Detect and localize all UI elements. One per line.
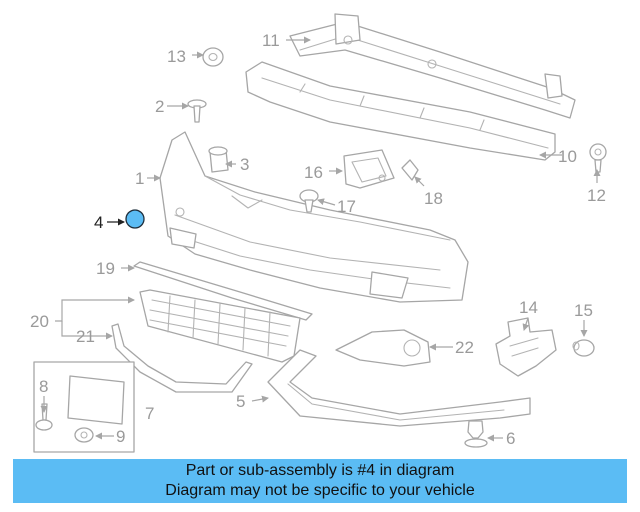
callout-6: 6: [506, 429, 515, 448]
callout-19: 19: [96, 259, 115, 278]
callout-4: 4: [94, 213, 103, 232]
part-6-screw: [464, 420, 488, 448]
part-grille: [139, 289, 301, 363]
callout-15: 15: [574, 301, 593, 320]
part-4-highlighted: [125, 209, 145, 229]
callout-7: 7: [145, 404, 154, 423]
callout-1: 1: [135, 169, 144, 188]
callout-5: 5: [236, 392, 245, 411]
leader-lines: [40, 36, 601, 442]
part-1-bumper-cover: [159, 131, 469, 303]
part-15-grommet: [572, 339, 595, 357]
callout-8: 8: [39, 377, 48, 396]
callout-18: 18: [424, 189, 443, 208]
callout-9: 9: [116, 427, 125, 446]
caption-line-1: Part or sub-assembly is #4 in diagram: [185, 462, 455, 479]
part-14-bracket: [495, 317, 557, 377]
callout-16: 16: [304, 163, 323, 182]
callout-10: 10: [558, 147, 577, 166]
part-2-push-clip: [187, 99, 207, 123]
part-21-molding: [111, 323, 253, 393]
callout-13: 13: [167, 47, 186, 66]
part-11-impact-bar: [289, 13, 576, 119]
part-19-strip: [133, 261, 313, 321]
callout-20: 20: [30, 312, 49, 331]
callout-2: 2: [155, 97, 164, 116]
caption-line-2: Diagram may not be specific to your vehi…: [165, 482, 475, 499]
part-13-washer: [202, 47, 224, 67]
callout-12: 12: [587, 186, 606, 205]
callouts: 11 13 2 3 1 10 12 16 17 18 4 19 20 21 22…: [30, 31, 606, 448]
part-10-energy-absorber: [245, 61, 556, 161]
parts-diagram: 11 13 2 3 1 10 12 16 17 18 4 19 20 21 22…: [30, 13, 607, 453]
callout-21: 21: [76, 327, 95, 346]
part-9-nut: [74, 427, 94, 443]
part-22-fog-bezel: [335, 329, 431, 367]
part-17-screw: [299, 189, 319, 213]
part-5-spoiler: [267, 349, 531, 427]
part-16-tow-hook-cover: [343, 149, 395, 189]
part-18-clip: [401, 159, 419, 181]
callout-22: 22: [455, 338, 474, 357]
callout-3: 3: [240, 155, 249, 174]
part-3-nut: [208, 146, 229, 173]
callout-11: 11: [262, 31, 280, 50]
part-12-clip: [589, 143, 607, 173]
callout-17: 17: [337, 197, 356, 216]
caption-banner: Part or sub-assembly is #4 in diagram Di…: [13, 459, 627, 503]
callout-14: 14: [519, 298, 538, 317]
